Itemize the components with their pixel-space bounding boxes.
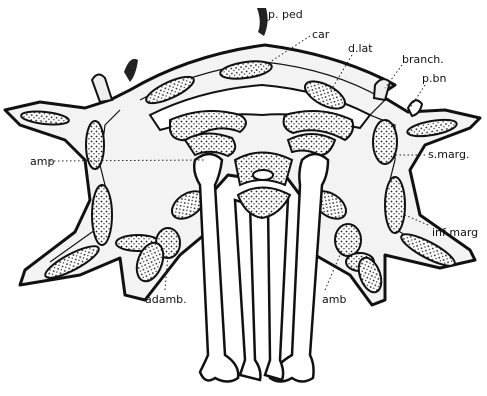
pedicellaria-side-left bbox=[92, 74, 112, 102]
pedicellaria-left bbox=[124, 59, 138, 82]
lateral-ossicle-right bbox=[373, 120, 397, 164]
label-amb: amb bbox=[322, 293, 346, 306]
gonad-left bbox=[185, 133, 235, 156]
label-pbn: p.bn bbox=[422, 72, 446, 85]
label-ped: p. ped bbox=[268, 8, 303, 21]
label-smarg: s.marg. bbox=[428, 148, 470, 161]
label-branch: branch. bbox=[402, 53, 444, 66]
tube-foot-right bbox=[265, 198, 288, 380]
label-adamb: adamb. bbox=[145, 293, 187, 306]
radial-nerve bbox=[253, 170, 273, 180]
ampulla-left bbox=[194, 154, 238, 382]
gonad-right bbox=[288, 134, 335, 155]
superomarginal-ossicle bbox=[385, 177, 405, 233]
side-ossicle-left bbox=[92, 185, 112, 245]
label-dlat: d.lat bbox=[348, 42, 373, 55]
tube-foot-left bbox=[235, 200, 260, 380]
label-infmarg: inf marg bbox=[432, 226, 478, 239]
pedicellaria-top bbox=[257, 8, 268, 36]
ambulacral-ossicle-right bbox=[335, 224, 361, 256]
label-car: car bbox=[312, 28, 330, 41]
label-amp: amp bbox=[30, 155, 54, 168]
lateral-ossicle-left bbox=[86, 121, 104, 169]
pedicellaria-side-right bbox=[374, 79, 390, 100]
